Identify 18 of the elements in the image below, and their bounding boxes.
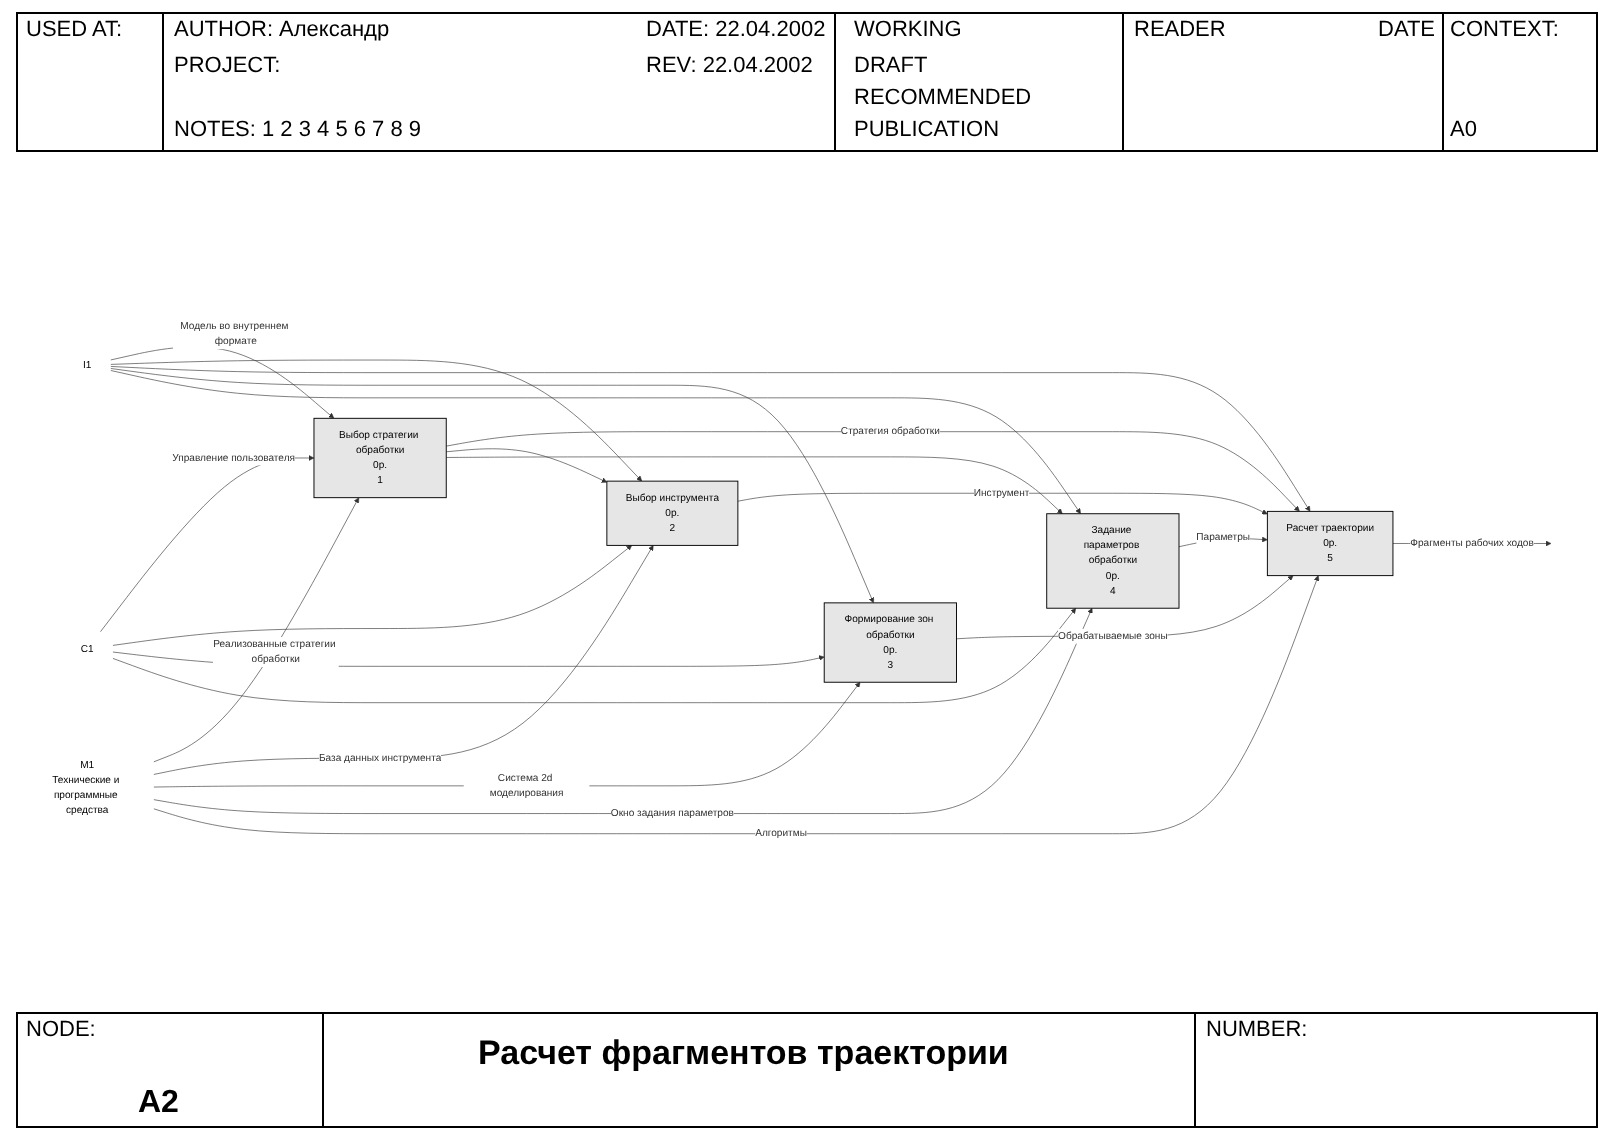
status-label: WORKING [854, 18, 962, 42]
node-number: A2 [138, 1086, 179, 1122]
field-label: REV: 22.04.2002 [646, 54, 813, 78]
field-label: NOTES: 1 2 3 4 5 6 7 8 9 [174, 118, 422, 142]
column-header: READER [1134, 18, 1226, 42]
field-label: PROJECT: [174, 54, 281, 78]
status-label: DRAFT [854, 54, 928, 78]
diagram-title: Расчет фрагментов траектории [478, 1034, 1009, 1074]
column-header: DATE [1378, 18, 1436, 42]
field-label: NODE: [26, 1018, 96, 1042]
status-label: PUBLICATION [854, 118, 1000, 142]
field-label: USED AT: [26, 18, 123, 42]
field-label: CONTEXT: [1450, 18, 1559, 42]
node-number: A0 [1450, 118, 1477, 142]
field-label: NUMBER: [1206, 1018, 1308, 1042]
status-label: RECOMMENDED [854, 86, 1032, 110]
field-label: AUTHOR: Александр [174, 18, 390, 42]
field-label: DATE: 22.04.2002 [646, 18, 826, 42]
